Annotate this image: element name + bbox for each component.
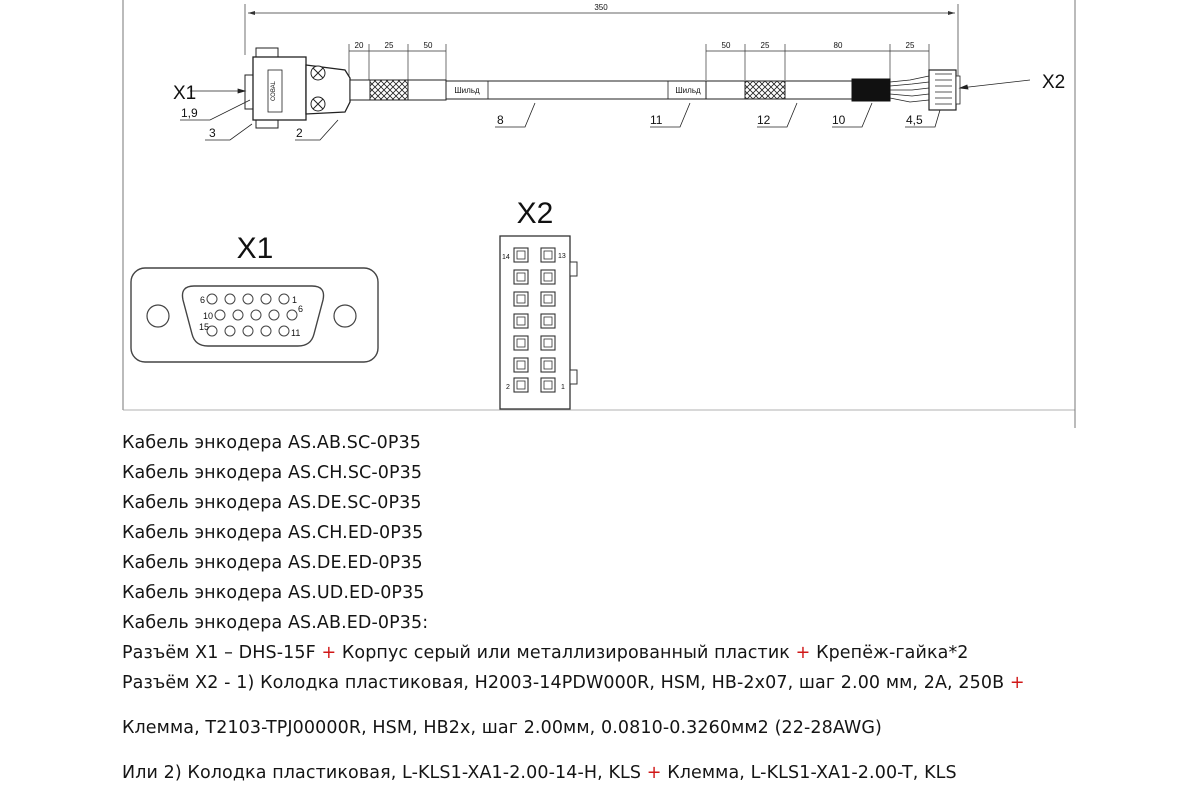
callout-2: 2 [296,126,303,140]
spec-x1-part3: Крепёж-гайка*2 [816,643,969,663]
spec-terminal-line: Клемма, T2103-TPJ00000R, HSM, HB2x, шаг … [122,718,882,738]
plus-sign: + [795,643,811,663]
dimension-50: 50 [424,41,433,50]
x2-connector-frontview: 14 13 2 1 [499,235,578,410]
dimension-25: 25 [385,41,394,50]
shield-label-right: Шильд [675,86,701,95]
x2-pin-label-13: 13 [558,253,566,260]
dimension-r25: 25 [761,41,770,50]
callout-x2: X2 [1042,72,1065,93]
callout-11: 11 [650,113,663,127]
x1-pin-label-11: 11 [291,328,300,338]
dimension-20: 20 [355,41,364,50]
spec-line-4: Кабель энкодера AS.CH.ED-0P35 [122,523,424,543]
plus-sign: + [646,763,662,783]
x2-pin-label-1: 1 [561,384,565,391]
connector-brand-label: СОВАL [271,80,277,101]
x2-connector-sideview [928,69,961,111]
dimension-total-label: 350 [594,3,608,12]
x1-connector-frontview: 6 1 10 6 15 11 [130,267,379,363]
left-cable-boot [349,79,447,101]
x1-pin-label-10: 10 [203,311,213,321]
spec-line-6: Кабель энкодера AS.UD.ED-0P35 [122,583,425,603]
callout-4-5: 4,5 [906,113,923,127]
x1-pin-label-1: 1 [292,295,297,305]
dimension-total: 350 [244,3,959,80]
callout-10: 10 [832,113,846,127]
callout-8: 8 [497,113,504,127]
spec-alt-part2: Клемма, L-KLS1-XA1-2.00-T, KLS [667,763,957,783]
spec-alt-part1: Или 2) Колодка пластиковая, L-KLS1-XA1-2… [122,763,642,783]
callout-12: 12 [757,113,771,127]
x1-pin-label-6: 6 [200,295,205,305]
x2-title: X2 [517,197,554,230]
spec-line-3: Кабель энкодера AS.DE.SC-0P35 [122,493,422,513]
callout-1-9: 1,9 [181,106,198,120]
spec-x2-line: Разъём X2 - 1) Колодка пластиковая, H200… [122,673,1025,693]
heatshrink-sleeve [851,78,891,102]
x1-connector-sideview: СОВАL [244,47,351,129]
x1-title: X1 [237,232,274,265]
spec-x1-part2: Корпус серый или металлизированный пласт… [341,643,790,663]
spec-line-5: Кабель энкодера AS.DE.ED-0P35 [122,553,423,573]
x1-pin-label-15: 15 [199,322,209,332]
x2-wires [889,75,930,103]
x1-pin-label-6b: 6 [298,304,303,314]
dimension-left-group: 20 25 50 [348,41,447,80]
dimension-right-group: 50 25 80 25 [705,41,930,80]
right-cable-shield [705,78,891,102]
spec-line-7: Кабель энкодера AS.AB.ED-0P35: [122,613,429,633]
x2-pin-label-2: 2 [506,384,510,391]
x2-pin-label-14: 14 [502,254,510,261]
callout-x1: X1 [173,83,196,104]
callout-3: 3 [209,126,216,140]
spec-alt-line: Или 2) Колодка пластиковая, L-KLS1-XA1-2… [122,763,957,783]
spec-x1-part1: Разъём X1 – DHS-15F [122,643,316,663]
plus-sign: + [1009,673,1025,693]
spec-line-1: Кабель энкодера AS.AB.SC-0P35 [122,433,422,453]
spec-x2-part1: Разъём X2 - 1) Колодка пластиковая, H200… [122,673,1005,693]
dimension-r50: 50 [722,41,731,50]
callouts [180,79,1031,141]
cable-drawing: 350 20 25 50 50 25 80 25 СОВАL [122,0,1076,428]
cable-body: Шильд Шильд [445,80,707,100]
dimension-r25b: 25 [906,41,915,50]
plus-sign: + [321,643,337,663]
spec-line-2: Кабель энкодера AS.CH.SC-0P35 [122,463,423,483]
dimension-r80: 80 [834,41,843,50]
shield-label-left: Шильд [454,86,480,95]
spec-x1-line: Разъём X1 – DHS-15F + Корпус серый или м… [122,643,969,663]
